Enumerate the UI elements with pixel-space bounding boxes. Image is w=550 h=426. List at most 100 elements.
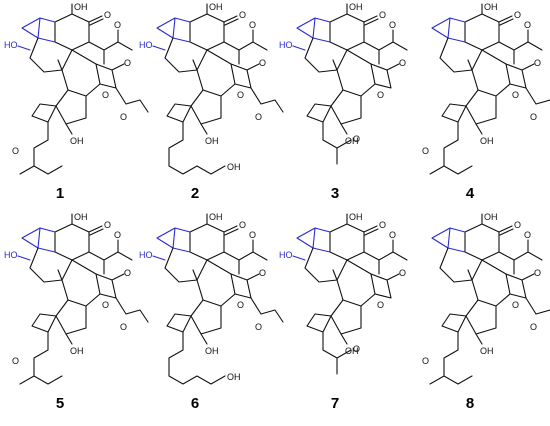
lactone-ring (95, 273, 125, 299)
left-ring (304, 37, 348, 73)
lower-ring-2 (465, 95, 497, 125)
cyclopropane-ring (21, 17, 56, 43)
lactone-ring-oxygen: O (512, 90, 519, 100)
lactone-ring-oxygen: O (102, 300, 109, 310)
ester-oxygen-label: O (114, 20, 121, 30)
hydroxyl-label: OH (349, 2, 363, 12)
compound-number: 1 (56, 185, 64, 202)
lower-hydroxyl-label: OH (345, 346, 359, 356)
left-ring (304, 247, 348, 283)
lactone-ring (230, 273, 260, 299)
ester-chain (363, 29, 408, 65)
side-arm (115, 297, 149, 323)
core-ring (329, 223, 365, 261)
cyclopropane-accent (296, 17, 331, 43)
carbonyl-bond (363, 15, 379, 26)
side-arm-oxygen: O (120, 112, 127, 122)
central-ring (196, 259, 236, 307)
methyl-bond (467, 59, 473, 71)
cyclopropane-ring (431, 227, 466, 253)
core-ring (189, 223, 225, 261)
ester-oxygen-label: O (524, 230, 531, 240)
side-arm (525, 297, 550, 315)
ester-oxygen-label: O (249, 230, 256, 240)
peroxide-bond (152, 255, 166, 261)
hydroxyl-lower-bond (340, 123, 348, 135)
ester-chain (363, 239, 408, 275)
core-ring (464, 223, 500, 261)
lower-ring-2 (330, 95, 362, 125)
cyclopropane-accent (431, 227, 466, 253)
side-arm (525, 87, 550, 105)
lactone-ring-oxygen: O (237, 90, 244, 100)
methyl-bond (57, 59, 63, 71)
tiglate-oxygen: O (12, 146, 19, 156)
carbonyl-bond (88, 225, 104, 236)
central-ring (336, 49, 376, 97)
lactone-oxygen-label: O (534, 58, 541, 68)
hydroxyl-label: OH (349, 212, 363, 222)
tiglate-chain (19, 121, 63, 175)
compound-number: 3 (331, 185, 339, 202)
left-ring (29, 247, 73, 283)
lower-ring-2 (190, 305, 222, 335)
peroxide-label: HO (4, 40, 18, 50)
cyclopropane-accent (296, 227, 331, 253)
ester-oxygen-label: O (249, 20, 256, 30)
acetate-chain (322, 331, 352, 375)
lower-rings (166, 299, 204, 333)
ester-oxygen-label: O (114, 230, 121, 240)
lower-rings (166, 89, 204, 123)
lactone-oxygen-label: O (124, 268, 131, 278)
lactone-oxygen-label: O (259, 268, 266, 278)
lactone-oxygen-label: O (534, 268, 541, 278)
lactone-ring (230, 63, 260, 89)
side-arm (250, 297, 284, 323)
lactone-ring-oxygen: O (102, 90, 109, 100)
carbonyl-label: O (104, 10, 111, 20)
left-ring (439, 37, 483, 73)
ester-oxygen-label: O (389, 20, 396, 30)
lower-hydroxyl-label: OH (70, 346, 84, 356)
tiglate-chain (429, 331, 473, 385)
carbonyl-bond (88, 15, 104, 26)
central-ring (471, 259, 511, 307)
carbonyl-label: O (239, 220, 246, 230)
hydroxy-butenoate-chain (168, 121, 226, 175)
methyl-bond (192, 59, 198, 71)
carbonyl-bond (498, 15, 514, 26)
lower-hydroxyl-label: OH (205, 346, 219, 356)
left-ring (29, 37, 73, 73)
hydroxyl-lower-bond (200, 123, 208, 135)
hydroxyl-lower-bond (65, 333, 73, 345)
lactone-ring-oxygen: O (377, 90, 384, 100)
central-ring (336, 259, 376, 307)
peroxide-bond (17, 45, 31, 51)
tiglate-chain (19, 331, 63, 385)
side-arm-oxygen: O (530, 322, 537, 332)
lower-hydroxyl-label: OH (205, 136, 219, 146)
lactone-oxygen-label: O (399, 268, 406, 278)
left-ring (164, 37, 208, 73)
cyclopropane-accent (431, 17, 466, 43)
central-ring (61, 259, 101, 307)
lactone-oxygen-label: O (399, 58, 406, 68)
lower-rings (31, 299, 69, 333)
lower-hydroxyl-label: OH (480, 136, 494, 146)
lower-ring-2 (190, 95, 222, 125)
compound-number: 5 (56, 395, 64, 412)
hydroxyl-lower-bond (200, 333, 208, 345)
ester-oxygen-label: O (389, 230, 396, 240)
cyclopropane-ring (21, 227, 56, 253)
cyclopropane-accent (156, 227, 191, 253)
lactone-ring (370, 63, 400, 89)
methyl-bond (192, 269, 198, 281)
lower-rings (441, 299, 479, 333)
core-ring (464, 13, 500, 51)
peroxide-label: HO (279, 40, 293, 50)
carbonyl-label: O (379, 220, 386, 230)
carbonyl-label: O (514, 10, 521, 20)
